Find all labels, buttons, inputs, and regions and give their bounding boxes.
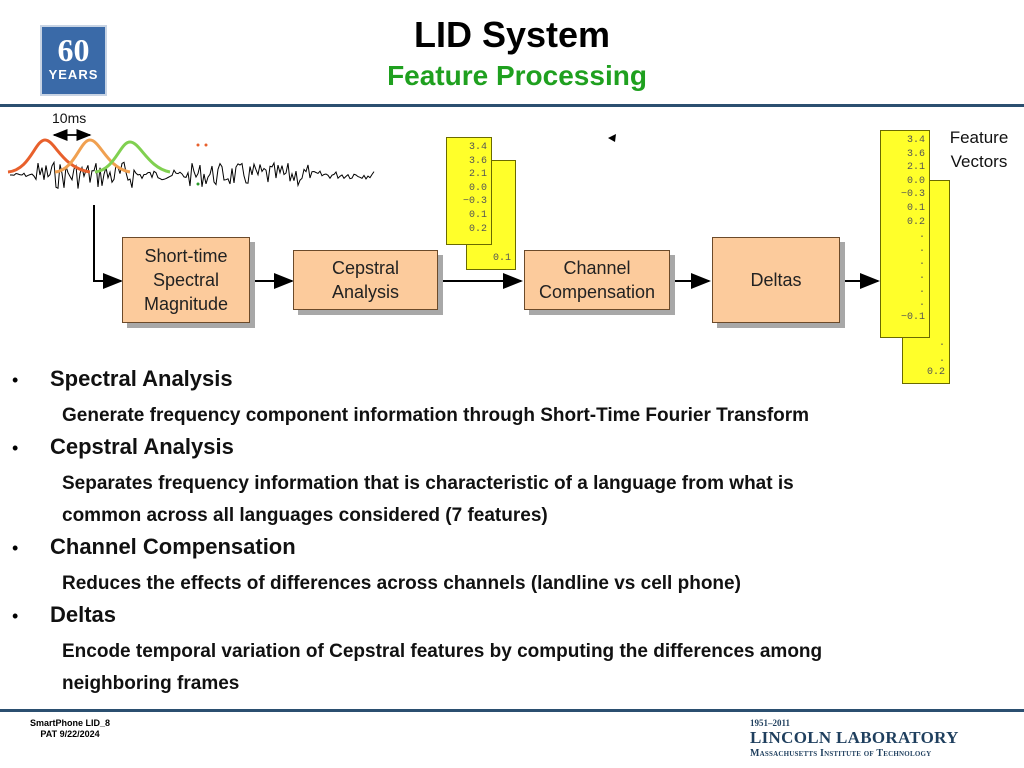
window-3 bbox=[94, 140, 171, 174]
bullet-description: Encode temporal variation of Cepstral fe… bbox=[62, 641, 823, 662]
small-triangle-marker bbox=[608, 134, 616, 142]
bullet-item: • Cepstral Analysis bbox=[12, 432, 1012, 468]
vector-value: . bbox=[918, 298, 925, 310]
block-short-time-spectral-magnitude: Short-time Spectral Magnitude bbox=[122, 237, 250, 323]
logo-text: YEARS bbox=[48, 67, 99, 82]
bullet-marker: • bbox=[12, 438, 19, 458]
bullet-heading: Spectral Analysis bbox=[50, 366, 233, 391]
vector-value: 2.1 bbox=[468, 169, 487, 181]
window-2 bbox=[54, 138, 131, 174]
bullet-heading: Cepstral Analysis bbox=[50, 434, 234, 459]
speech-waveform bbox=[10, 160, 375, 189]
vector-value: 2.1 bbox=[906, 162, 925, 174]
block-deltas: Deltas bbox=[712, 237, 840, 323]
vector-value: 3.6 bbox=[468, 155, 487, 167]
vector-value: −0.3 bbox=[900, 189, 925, 201]
window-1 bbox=[7, 138, 91, 174]
bullet-marker: • bbox=[12, 370, 19, 390]
vector-value: 0.0 bbox=[906, 175, 925, 187]
block-channel-compensation: Channel Compensation bbox=[524, 250, 670, 310]
vector-tail-value: 0.2 bbox=[926, 367, 945, 379]
block-label: Deltas bbox=[750, 270, 802, 290]
vector-value: 3.6 bbox=[906, 148, 925, 160]
feature-vectors-label: Feature Vectors bbox=[949, 128, 1009, 171]
block-label: Channel Compensation bbox=[538, 258, 656, 302]
page-subtitle: Feature Processing bbox=[387, 60, 647, 91]
bullet-marker: • bbox=[12, 606, 19, 626]
vector-tail-value: · bbox=[938, 340, 945, 352]
footer-slide-id: SmartPhone LID_8 bbox=[30, 718, 111, 728]
bullet-heading: Channel Compensation bbox=[50, 534, 296, 559]
vector-value: 0.1 bbox=[906, 202, 925, 214]
bullet-description: neighboring frames bbox=[62, 673, 240, 694]
block-cepstral-analysis: Cepstral Analysis bbox=[293, 250, 438, 310]
sixty-years-logo: 60 YEARS bbox=[40, 25, 107, 96]
footer-institution: Massachusetts Institute of Technology bbox=[750, 748, 932, 759]
bullet-item: • Spectral Analysis bbox=[12, 364, 1012, 400]
block-label: Short-time Spectral Magnitude bbox=[143, 246, 229, 314]
bullet-item: • Deltas bbox=[12, 600, 1012, 636]
bullet-description: Reduces the effects of differences acros… bbox=[62, 573, 741, 594]
waveform-to-stsm-arrow bbox=[93, 205, 123, 289]
footer-slide-info: SmartPhone LID_8 PAT 9/22/2024 bbox=[30, 718, 110, 740]
footer-divider bbox=[0, 709, 1024, 712]
bullet-marker: • bbox=[12, 538, 19, 558]
vector-value: 0.2 bbox=[906, 216, 925, 228]
bullet-item: • Channel Compensation bbox=[12, 532, 1012, 568]
time-label: 10ms bbox=[52, 110, 87, 126]
vector-value: 3.4 bbox=[906, 135, 925, 146]
footer-lab-name: LINCOLN LABORATORY bbox=[750, 728, 959, 747]
bullet-description: common across all languages considered (… bbox=[62, 505, 548, 526]
footer-years: 1951–2011 bbox=[750, 718, 791, 728]
bullet-description: Separates frequency information that is … bbox=[62, 473, 794, 494]
vector-value: −0.1 bbox=[900, 311, 925, 323]
logo-number: 60 bbox=[57, 32, 90, 68]
vector-tail-value: . bbox=[938, 353, 945, 365]
vector-value: . bbox=[918, 284, 925, 296]
vector-value: . bbox=[918, 270, 925, 282]
vector-tail-value: 0.1 bbox=[492, 253, 511, 265]
vector-value: 0.0 bbox=[468, 182, 487, 194]
bullet-heading: Deltas bbox=[50, 602, 117, 627]
vector-value: −0.3 bbox=[462, 196, 487, 208]
footer-date: PAT 9/22/2024 bbox=[40, 729, 100, 739]
vector-value: 0.1 bbox=[468, 209, 487, 221]
vector-value: . bbox=[918, 243, 925, 255]
vector-value: . bbox=[918, 257, 925, 269]
bullet-description: Generate frequency component information… bbox=[62, 405, 810, 426]
page-title: LID System bbox=[413, 14, 611, 55]
vector-value: 3.4 bbox=[468, 142, 487, 153]
vector-value: . bbox=[918, 230, 925, 242]
vector-value: 0.2 bbox=[468, 223, 487, 235]
block-label: Cepstral Analysis bbox=[331, 258, 400, 302]
lincoln-laboratory-logo: 1951–2011 LINCOLN LABORATORY Massachuset… bbox=[750, 718, 972, 759]
header-divider bbox=[0, 104, 1024, 107]
